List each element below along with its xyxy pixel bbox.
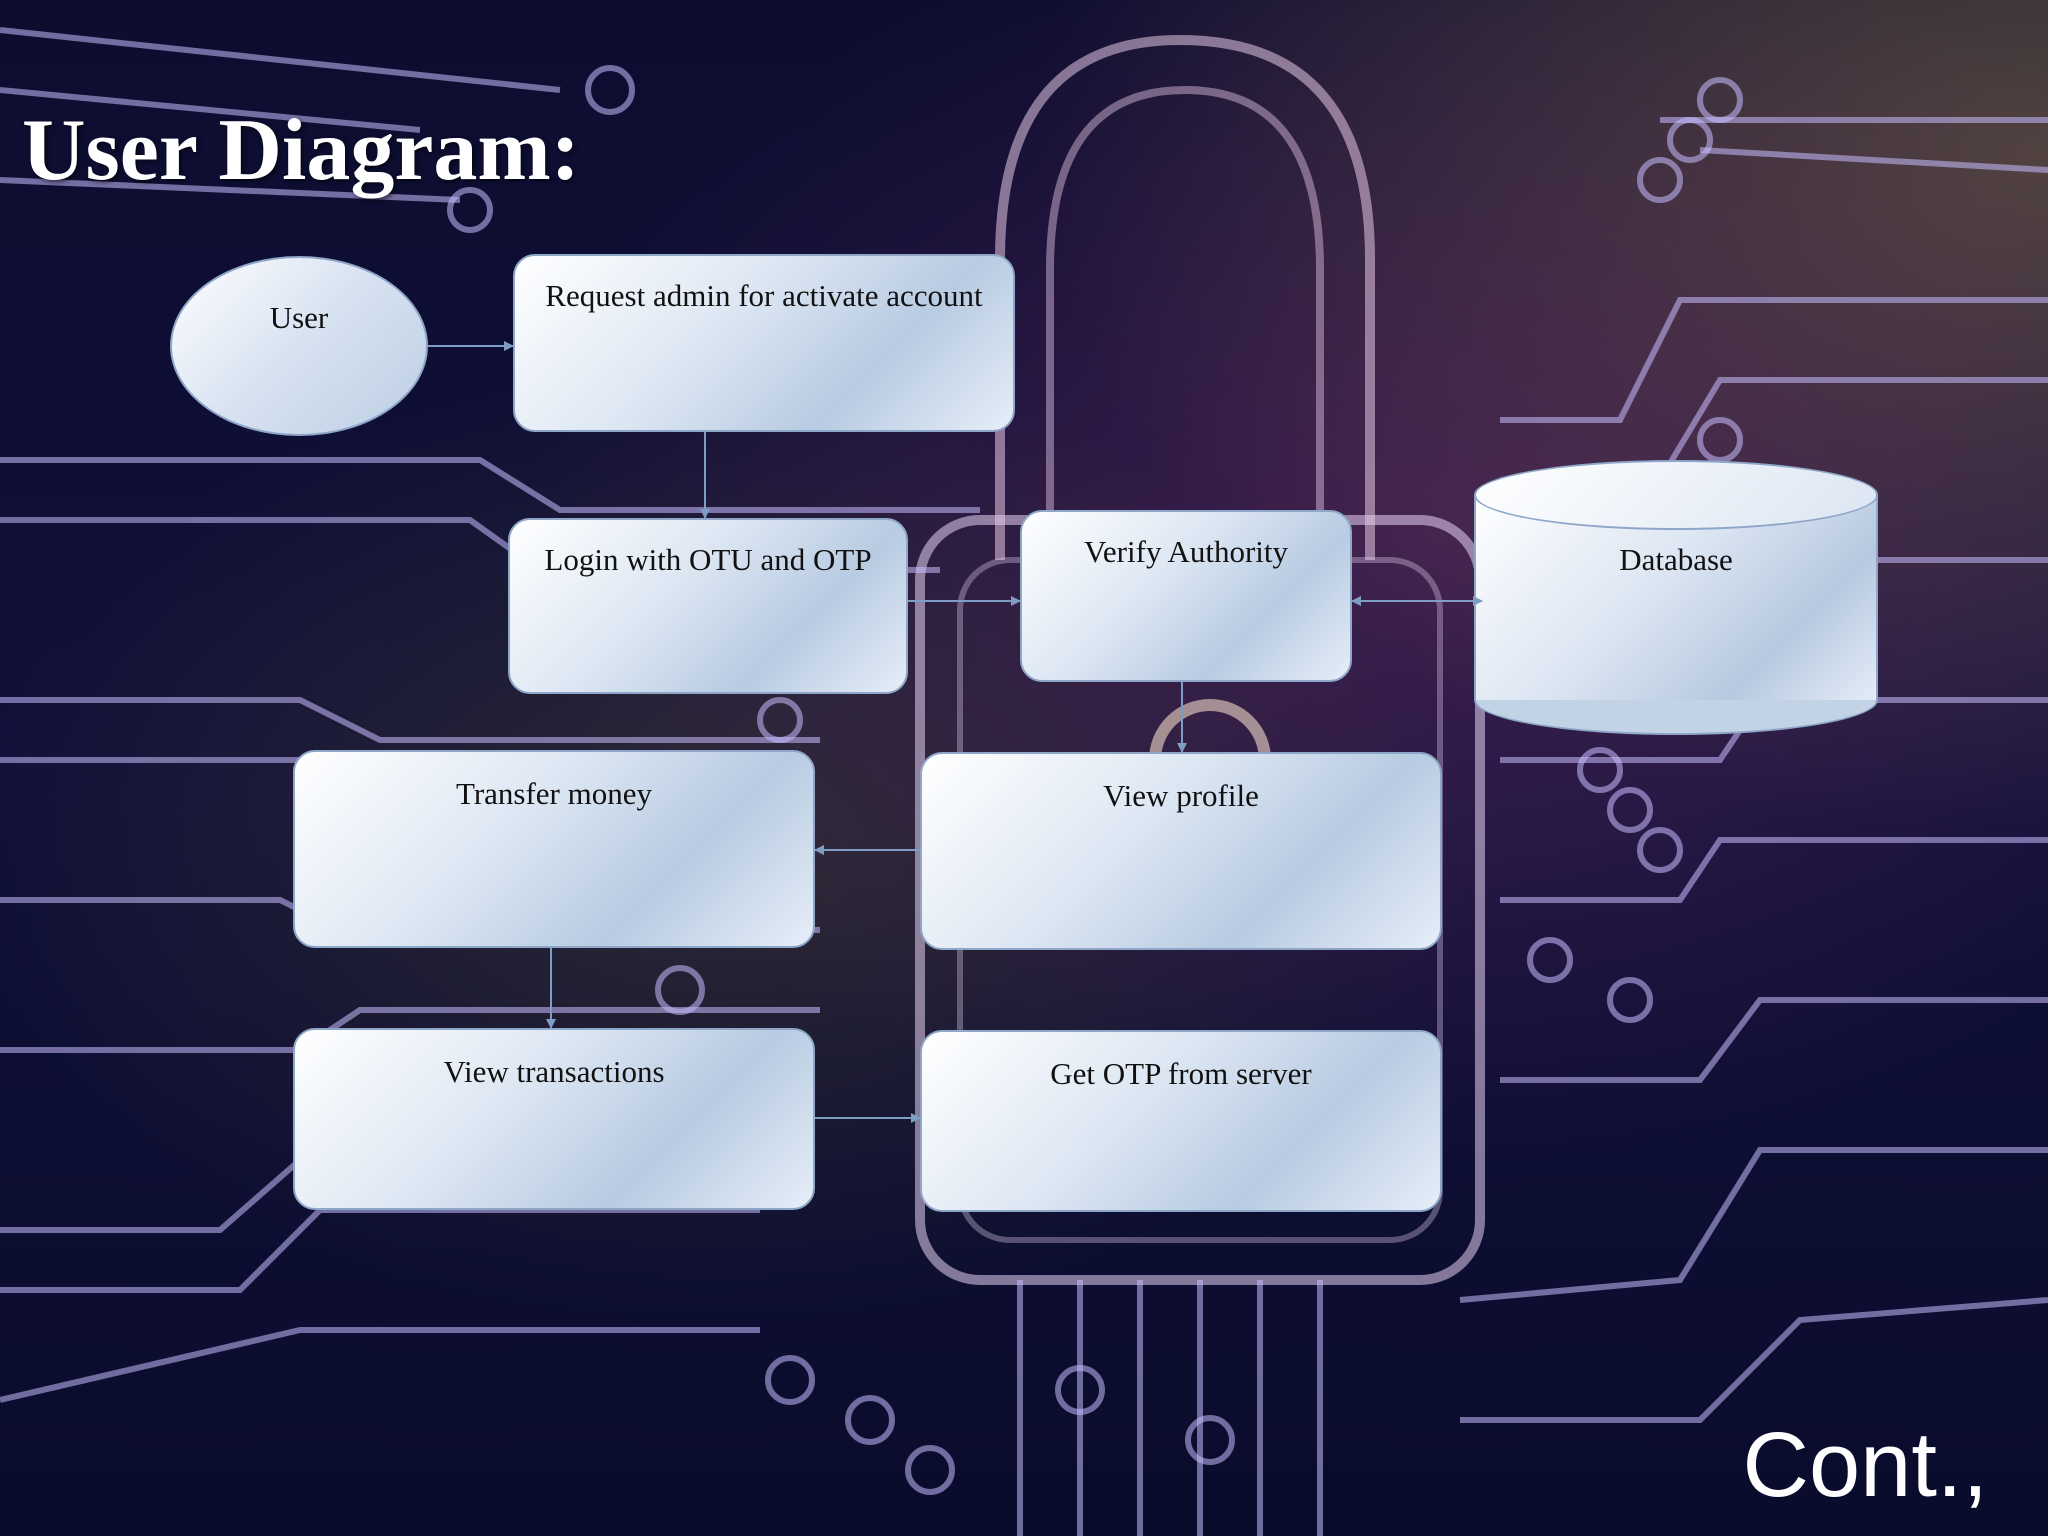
node-view-profile: View profile bbox=[920, 752, 1442, 950]
node-login-label: Login with OTU and OTP bbox=[544, 542, 872, 577]
node-verify-authority-label: Verify Authority bbox=[1083, 534, 1289, 569]
node-transfer-money-label: Transfer money bbox=[455, 776, 653, 811]
node-login: Login with OTU and OTP bbox=[508, 518, 908, 694]
node-get-otp: Get OTP from server bbox=[920, 1030, 1442, 1212]
continued-label: Cont., bbox=[1742, 1414, 1988, 1516]
node-user: User bbox=[170, 256, 428, 436]
node-verify-authority: Verify Authority bbox=[1020, 510, 1352, 682]
node-view-profile-label: View profile bbox=[1103, 778, 1259, 813]
node-view-transactions-label: View transactions bbox=[443, 1054, 665, 1089]
database-cylinder-top bbox=[1474, 460, 1878, 530]
slide-title: User Diagram: bbox=[22, 102, 580, 199]
node-database-label: Database bbox=[1619, 542, 1733, 577]
node-user-label: User bbox=[269, 300, 329, 335]
node-view-transactions: View transactions bbox=[293, 1028, 815, 1210]
node-transfer-money: Transfer money bbox=[293, 750, 815, 948]
node-get-otp-label: Get OTP from server bbox=[1050, 1056, 1312, 1091]
node-request-admin: Request admin for activate account bbox=[513, 254, 1015, 432]
node-request-admin-label: Request admin for activate account bbox=[545, 278, 983, 313]
